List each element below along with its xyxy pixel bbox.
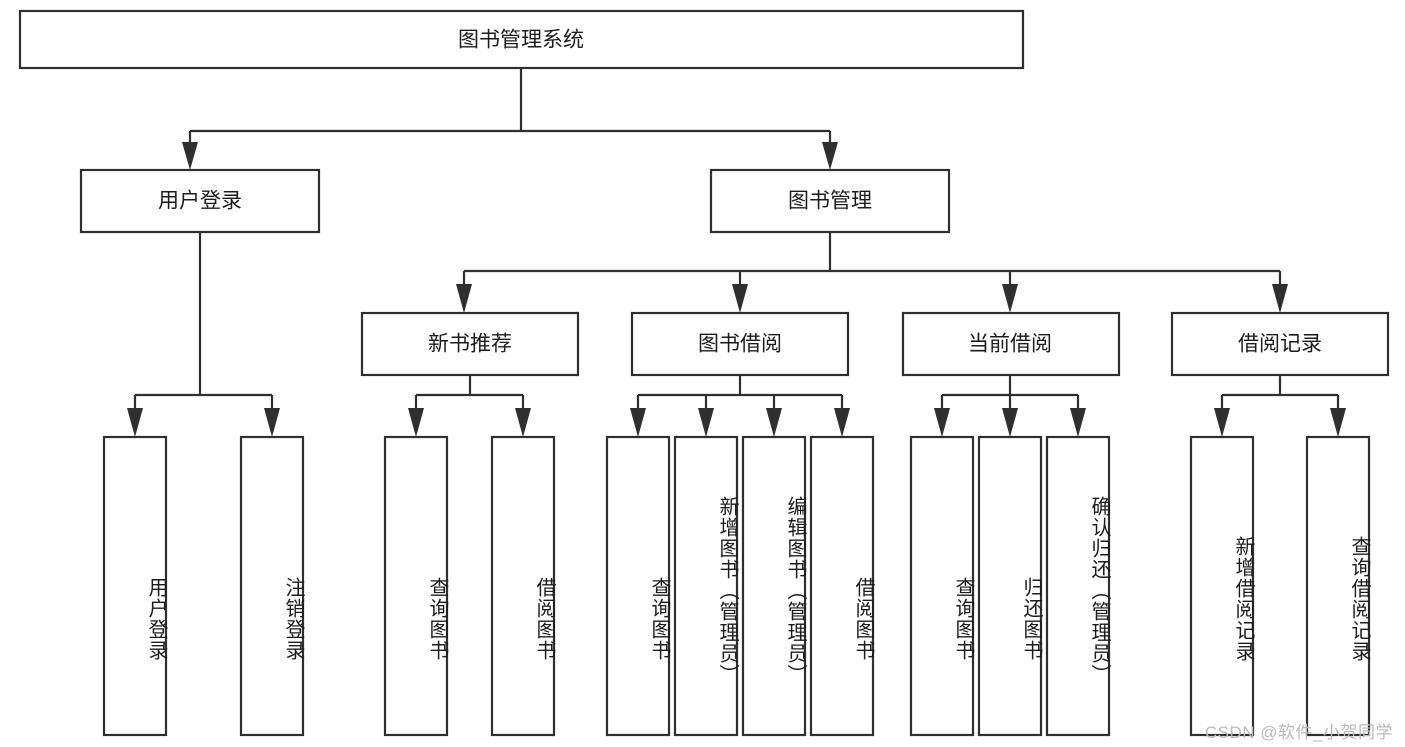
leaf-book-borrow-1[interactable] — [673, 435, 739, 737]
connector-book-mgmt-to-level2 — [456, 232, 1288, 313]
connector-user-login-to-leaves — [127, 232, 280, 437]
leaf-book-borrow-0[interactable] — [605, 435, 671, 737]
node-user-login-label: 用户登录 — [158, 190, 242, 213]
leaf-user-login-0[interactable] — [102, 435, 168, 737]
node-root-label: 图书管理系统 — [458, 29, 584, 52]
leaf-user-login-1[interactable] — [239, 435, 305, 737]
node-book-management-label: 图书管理 — [788, 190, 872, 213]
node-borrow-record-label: 借阅记录 — [1238, 333, 1322, 356]
connector-book-borrow-to-leaves — [630, 375, 850, 437]
node-book-borrow-label: 图书借阅 — [698, 333, 782, 356]
node-current-borrow[interactable] — [901, 311, 1121, 377]
node-book-borrow[interactable] — [630, 311, 850, 377]
node-new-book-recommend-label: 新书推荐 — [428, 333, 512, 356]
node-root[interactable] — [18, 9, 1025, 70]
node-new-book-recommend[interactable] — [360, 311, 580, 377]
connector-borrow-record-to-leaves — [1214, 375, 1346, 437]
node-borrow-record[interactable] — [1170, 311, 1390, 377]
node-book-management[interactable] — [709, 168, 951, 234]
leaf-book-borrow-2[interactable] — [741, 435, 807, 737]
leaf-new-book-1[interactable] — [490, 435, 556, 737]
leaf-new-book-0[interactable] — [383, 435, 449, 737]
node-user-login[interactable] — [79, 168, 321, 234]
connector-new-book-to-leaves — [408, 375, 531, 437]
leaf-current-borrow-1[interactable] — [977, 435, 1043, 737]
csdn-watermark: CSDN @软件_小贺同学 — [1204, 723, 1393, 742]
node-current-borrow-label: 当前借阅 — [968, 333, 1052, 356]
leaf-borrow-record-1[interactable] — [1305, 435, 1371, 737]
leaf-current-borrow-2[interactable] — [1045, 435, 1111, 737]
leaf-borrow-record-0[interactable] — [1189, 435, 1255, 737]
connector-current-borrow-to-leaves — [934, 375, 1086, 437]
connector-root-to-level1 — [182, 68, 838, 170]
leaf-book-borrow-3[interactable] — [809, 435, 875, 737]
leaf-current-borrow-0[interactable] — [909, 435, 975, 737]
